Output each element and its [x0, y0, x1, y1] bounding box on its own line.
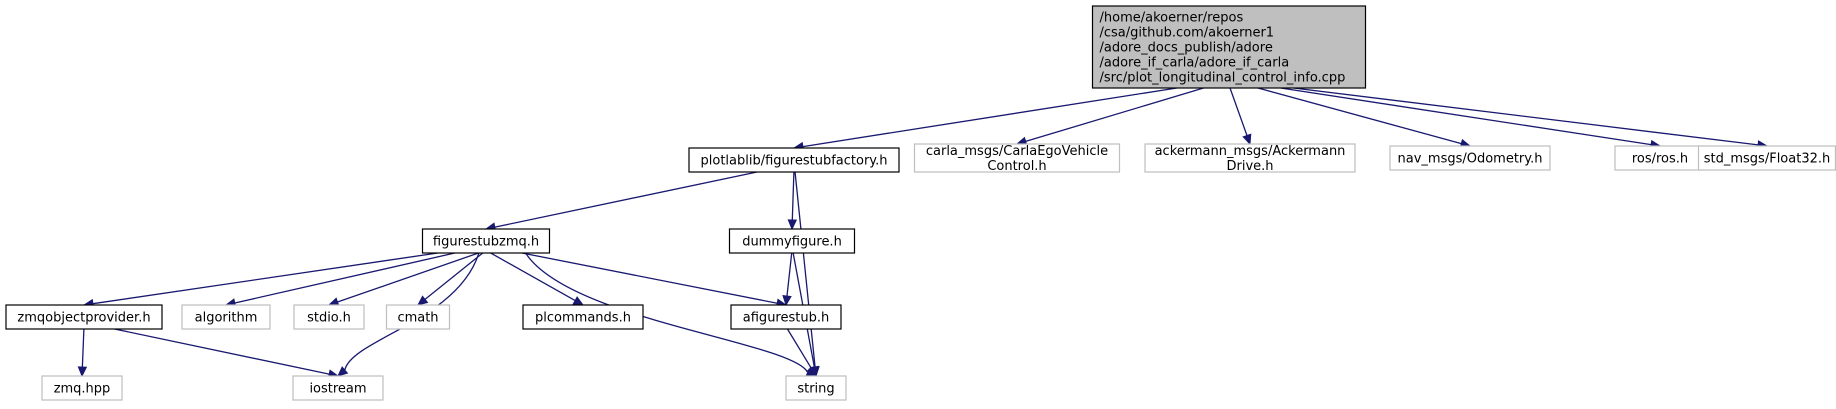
node-root-label-line-4: /src/plot_longitudinal_control_info.cpp — [1100, 71, 1346, 86]
edge-root-to-ackermann_msgs — [1229, 87, 1248, 136]
node-odometry-box — [1389, 145, 1551, 171]
edge-figurestubzmq-to-string — [525, 252, 809, 373]
node-zmqobjectprovider-label-line-0: zmqobjectprovider.h — [17, 311, 150, 326]
node-figurestubfactory[interactable]: plotlablib/figurestubfactory.h — [688, 147, 900, 173]
node-zmq_hpp: zmq.hpp — [41, 375, 123, 401]
edge-figurestubzmq-to-plcommands — [490, 252, 576, 302]
edge-figurestubzmq-to-afigurestub — [521, 252, 778, 304]
node-afigurestub-label-line-0: afigurestub.h — [743, 311, 829, 326]
node-iostream-box — [292, 375, 384, 401]
node-algorithm: algorithm — [181, 304, 271, 330]
edge-figurestubzmq-to-algorithm — [234, 252, 455, 304]
node-string: string — [785, 375, 847, 401]
node-zmqobjectprovider-box — [5, 304, 163, 330]
node-carla_msgs-label-line-1: Control.h — [987, 159, 1046, 174]
edge-zmqobjectprovider-to-zmq_hpp — [81, 328, 85, 368]
node-string-box — [785, 375, 847, 401]
node-ackermann_msgs-label-line-1: Drive.h — [1226, 159, 1273, 174]
node-cmath-label-line-0: cmath — [397, 311, 438, 326]
arrowhead-root-to-ackermann_msgs — [1242, 133, 1252, 146]
node-cmath: cmath — [385, 304, 451, 330]
node-plcommands[interactable]: plcommands.h — [522, 304, 644, 330]
arrowhead-dummyfigure-to-afigurestub — [782, 295, 792, 307]
node-afigurestub[interactable]: afigurestub.h — [730, 304, 842, 330]
edge-figurestubzmq-to-stdio — [337, 252, 479, 303]
node-root-label-line-2: /adore_docs_publish/adore — [1100, 41, 1273, 56]
arrowhead-figurestubzmq-to-cmath — [417, 295, 429, 306]
node-iostream-label-line-0: iostream — [309, 382, 366, 397]
edge-root-to-carla_msgs — [1025, 87, 1204, 143]
node-stdio: stdio.h — [293, 304, 365, 330]
nodes-layer: /home/akoerner/repos/csa/github.com/akoe… — [5, 5, 1836, 401]
node-figurestubfactory-box — [688, 147, 900, 173]
node-ros-label-line-0: ros/ros.h — [1632, 152, 1688, 167]
node-ackermann_msgs-box — [1144, 143, 1356, 173]
node-stdio-label-line-0: stdio.h — [307, 311, 351, 326]
edge-zmqobjectprovider-to-iostream — [114, 328, 330, 375]
edge-root-to-float32 — [1293, 87, 1759, 146]
arrowhead-figurestubfactory-to-dummyfigure — [787, 219, 798, 231]
node-zmq_hpp-label-line-0: zmq.hpp — [54, 382, 111, 397]
arrowhead-zmqobjectprovider-to-zmq_hpp — [77, 366, 88, 378]
edge-root-to-odometry — [1257, 87, 1462, 145]
node-root-label-line-1: /csa/github.com/akoerner1 — [1100, 26, 1275, 41]
edges-layer — [77, 87, 1769, 379]
node-ros: ros/ros.h — [1614, 145, 1706, 171]
edge-dummyfigure-to-afigurestub — [786, 252, 793, 297]
node-plcommands-box — [522, 304, 644, 330]
node-odometry: nav_msgs/Odometry.h — [1389, 145, 1551, 171]
node-algorithm-label-line-0: algorithm — [195, 311, 258, 326]
node-figurestubzmq-label-line-0: figurestubzmq.h — [433, 235, 539, 250]
node-float32: std_msgs/Float32.h — [1697, 145, 1836, 171]
node-figurestubzmq-box — [421, 228, 551, 254]
node-root-label-line-0: /home/akoerner/repos — [1100, 11, 1244, 26]
node-dummyfigure-box — [728, 228, 856, 254]
edge-figurestubzmq-to-zmqobjectprovider — [92, 252, 438, 305]
node-root-box — [1091, 5, 1367, 89]
edge-root-to-figurestubfactory — [802, 87, 1177, 148]
node-odometry-label-line-0: nav_msgs/Odometry.h — [1398, 152, 1543, 167]
node-root[interactable]: /home/akoerner/repos/csa/github.com/akoe… — [1091, 5, 1367, 89]
node-float32-label-line-0: std_msgs/Float32.h — [1704, 152, 1830, 167]
node-dummyfigure-label-line-0: dummyfigure.h — [742, 235, 842, 250]
edge-figurestubzmq-to-cmath — [424, 252, 484, 300]
node-cmath-box — [385, 304, 451, 330]
edge-afigurestub-to-string — [786, 328, 812, 369]
edge-root-to-ros — [1280, 87, 1652, 146]
node-dummyfigure[interactable]: dummyfigure.h — [728, 228, 856, 254]
node-carla_msgs-label-line-0: carla_msgs/CarlaEgoVehicle — [926, 144, 1108, 159]
node-ackermann_msgs-label-line-0: ackermann_msgs/Ackermann — [1155, 144, 1346, 159]
node-algorithm-box — [181, 304, 271, 330]
node-afigurestub-box — [730, 304, 842, 330]
node-zmqobjectprovider[interactable]: zmqobjectprovider.h — [5, 304, 163, 330]
arrowhead-figurestubzmq-to-iostream — [337, 366, 349, 377]
arrowhead-figurestubzmq-to-plcommands — [572, 296, 585, 306]
node-stdio-box — [293, 304, 365, 330]
node-plcommands-label-line-0: plcommands.h — [535, 311, 631, 326]
node-carla_msgs-box — [913, 143, 1121, 173]
node-float32-box — [1697, 145, 1836, 171]
node-root-label-line-3: /adore_if_carla/adore_if_carla — [1100, 56, 1290, 71]
node-iostream: iostream — [292, 375, 384, 401]
arrowhead-afigurestub-to-string — [806, 365, 817, 378]
node-figurestubfactory-label-line-0: plotlablib/figurestubfactory.h — [701, 154, 888, 169]
edge-figurestubfactory-to-dummyfigure — [791, 171, 795, 221]
node-string-label-line-0: string — [797, 382, 834, 397]
node-zmq_hpp-box — [41, 375, 123, 401]
edge-figurestubfactory-to-figurestubzmq — [494, 171, 758, 228]
node-ros-box — [1614, 145, 1706, 171]
edge-figurestubfactory-to-string — [794, 171, 816, 368]
node-figurestubzmq[interactable]: figurestubzmq.h — [421, 228, 551, 254]
